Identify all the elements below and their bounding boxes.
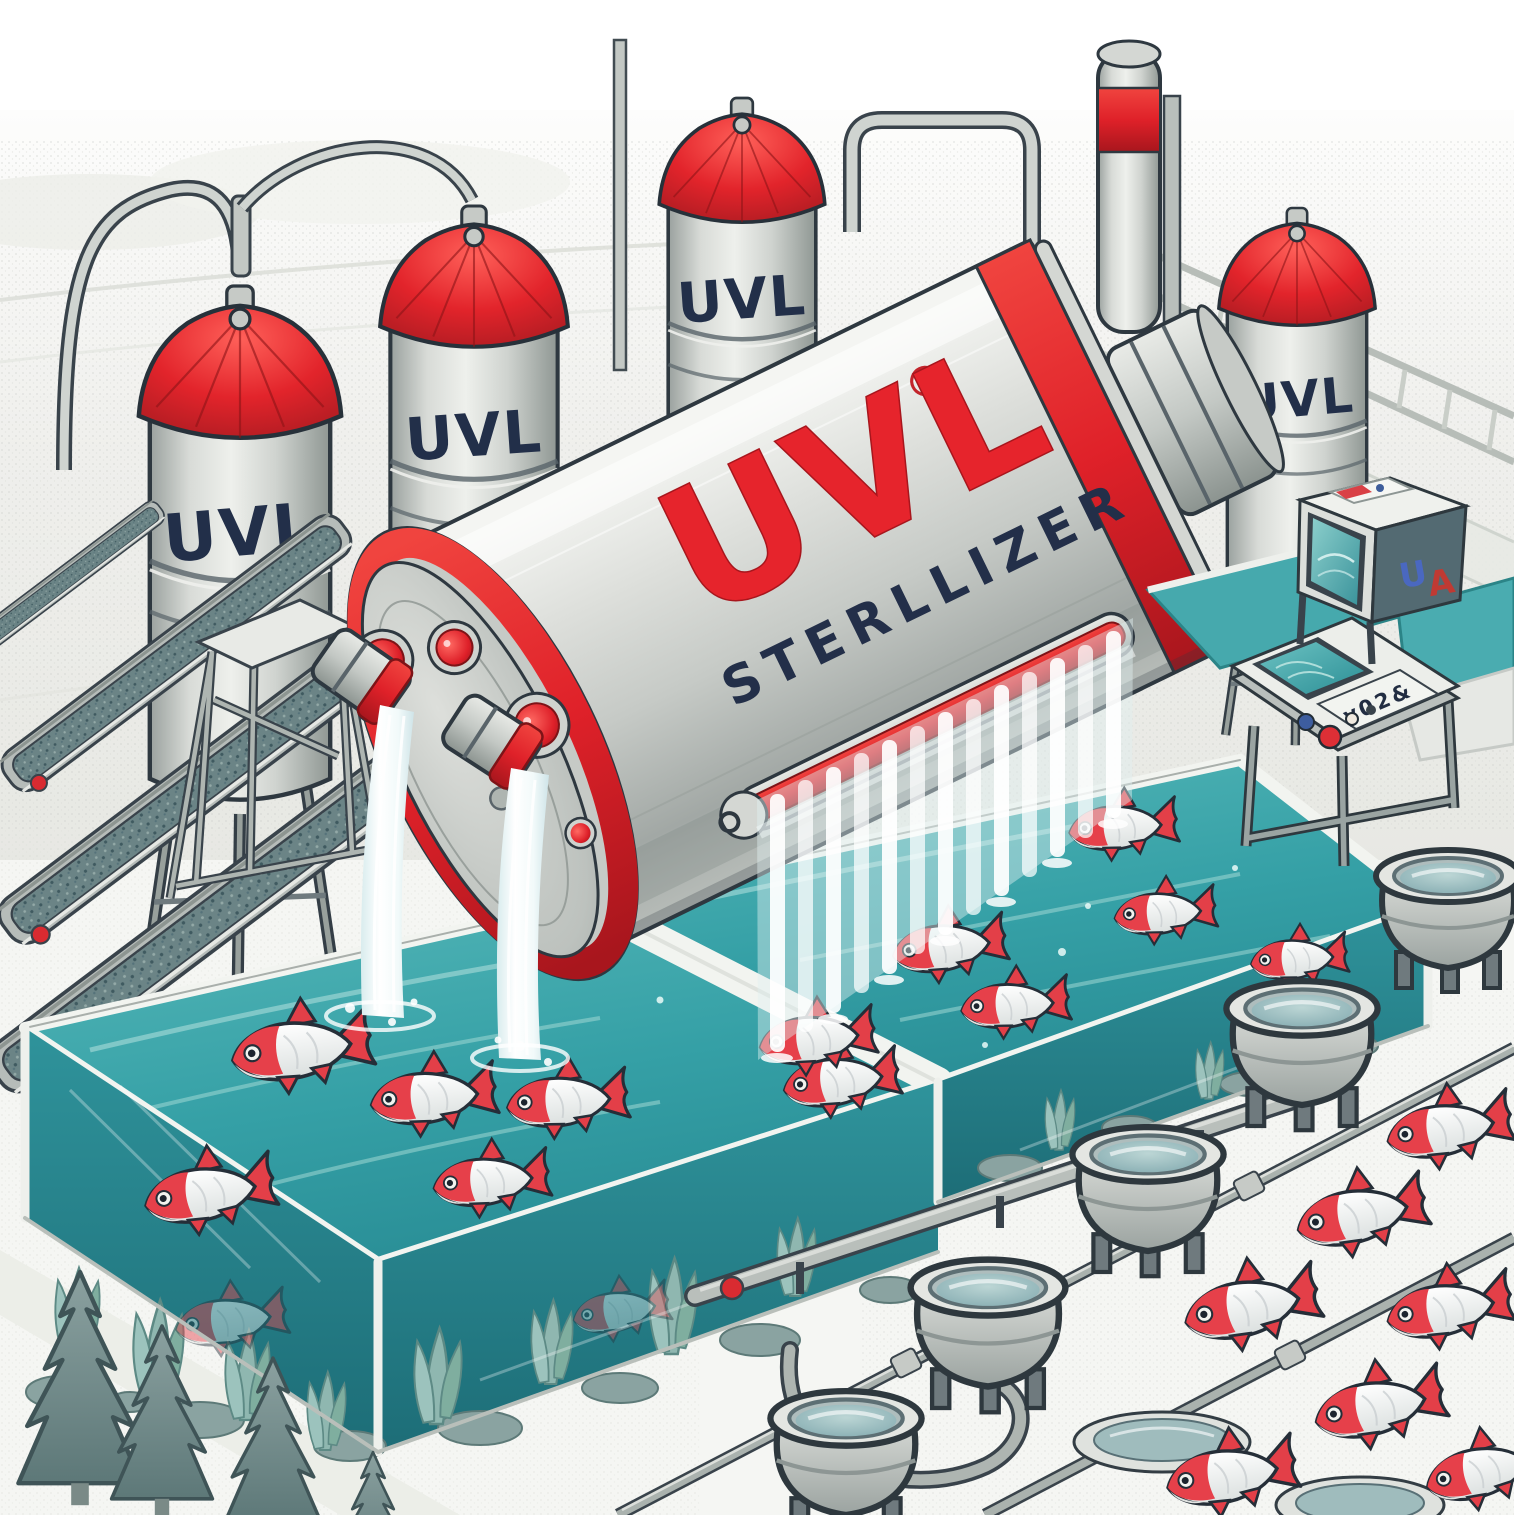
silo-2-label: UVL	[403, 396, 545, 474]
tank-bottom-edge	[586, 635, 1229, 957]
chimney-stack	[1096, 39, 1182, 338]
step-gray	[1402, 666, 1514, 762]
ridge-line	[0, 238, 761, 302]
chimney-red-band	[1099, 88, 1159, 152]
arch-pipe	[59, 183, 245, 471]
nozzle-red-collar	[356, 658, 414, 725]
outlet-nozzle	[310, 627, 414, 725]
kiosk-screen-waves	[1275, 661, 1335, 679]
silo-3-group: UVL	[659, 98, 825, 667]
port-gauge	[426, 620, 482, 676]
overhead-pipes	[56, 38, 1041, 471]
chimney-back-pipe	[1162, 94, 1182, 338]
arch-pipe	[238, 143, 476, 211]
holding-pots	[770, 850, 1514, 1515]
silo-3-label: UVL	[675, 263, 809, 337]
tank-seam	[433, 310, 1057, 617]
pipe-coupler	[1232, 1170, 1266, 1202]
holding-pot	[770, 1391, 921, 1515]
silo-2-group: UVL	[380, 206, 568, 851]
monitor-right-face	[1370, 504, 1468, 624]
glass-face-front	[378, 1082, 938, 1452]
monitor-leg	[1296, 591, 1307, 645]
outlet-nozzle	[441, 693, 544, 790]
glass-face-left	[25, 1028, 378, 1452]
port-gauge	[564, 816, 597, 850]
control-kiosk: y02&	[1228, 616, 1462, 867]
holding-pot	[1226, 981, 1377, 1130]
holding-pot	[911, 1260, 1066, 1413]
pipe-stub	[230, 194, 252, 278]
nozzle-red-collar	[488, 722, 544, 790]
holding-pot	[1072, 1127, 1223, 1276]
pipe-valve-red	[719, 1275, 745, 1301]
sticker-red-blob	[1336, 485, 1372, 499]
pipe-coupler	[889, 1347, 923, 1379]
frame-highlight	[167, 627, 385, 899]
uv-water-curtain	[757, 618, 1133, 1063]
kiosk-screen	[1260, 642, 1364, 694]
tank-top-highlight	[408, 260, 1046, 598]
kiosk-legs	[1240, 699, 1460, 867]
vertical-pipe	[612, 38, 628, 372]
kiosk-button-red	[1317, 724, 1343, 750]
kiosk-button-blue	[1297, 713, 1315, 731]
monitor-leg	[1366, 621, 1376, 665]
kiosk-button-white	[1345, 712, 1359, 726]
monitor-screen-wave	[1317, 569, 1355, 579]
monitor-side-letter-u: U	[1396, 553, 1430, 597]
stream-streaks	[372, 714, 537, 1056]
monitor-screen	[1311, 518, 1360, 605]
holding-pot	[1376, 850, 1514, 992]
monitor-device: U A	[1295, 476, 1471, 665]
pipe-coupler	[1273, 1339, 1307, 1371]
curtain-streams	[770, 631, 1121, 1052]
stream-splash	[324, 998, 570, 1073]
arch-pipe	[846, 114, 1038, 252]
monitor-screen-wave	[1317, 553, 1355, 564]
sticker-blue-dot	[1376, 484, 1384, 492]
tank-right-collar-pipe	[1105, 304, 1285, 517]
water-dish	[1274, 1475, 1446, 1515]
pour-streams	[324, 705, 570, 1073]
curtain-splash	[761, 819, 1128, 1063]
lamp-hook	[718, 811, 741, 834]
kiosk-button-dark	[1366, 705, 1376, 715]
tank-seam	[552, 553, 1176, 859]
chimney-cap	[1096, 39, 1162, 69]
